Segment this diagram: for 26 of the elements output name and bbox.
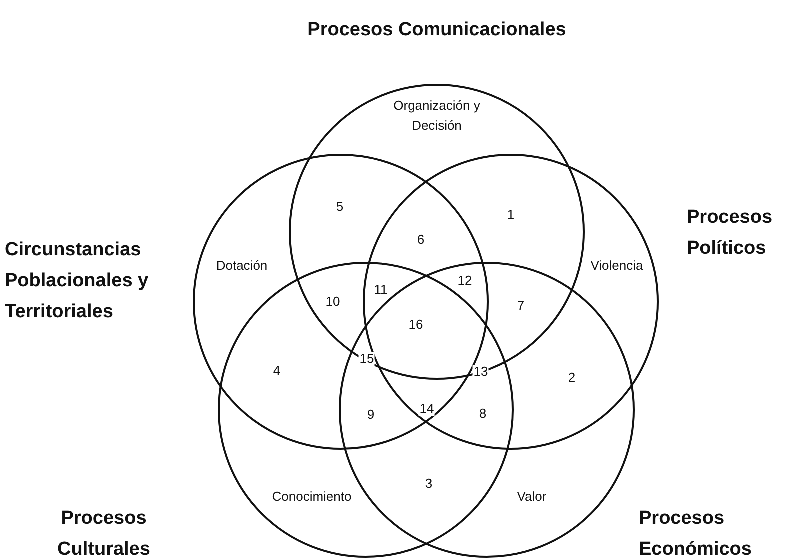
region-number: 12 — [456, 274, 474, 288]
region-number: 5 — [335, 200, 345, 214]
region-number: 15 — [358, 352, 376, 366]
set-label: Conocimiento — [271, 488, 353, 506]
set-label: Organización y Decisión — [392, 97, 482, 135]
set-title: Procesos Políticos — [687, 206, 774, 261]
region-number: 13 — [472, 365, 490, 379]
set-title: Procesos Comunicacionales — [306, 18, 568, 42]
region-number: 11 — [373, 283, 389, 297]
region-number: 1 — [506, 208, 516, 222]
set-title: Procesos Culturales — [56, 507, 152, 560]
region-number: 10 — [324, 295, 342, 309]
region-number: 3 — [424, 477, 434, 491]
set-label: Dotación — [215, 257, 269, 275]
region-number: 8 — [478, 407, 488, 421]
region-number: 7 — [516, 299, 526, 313]
region-number: 6 — [416, 233, 426, 247]
set-title: Circunstancias Poblacionales y Territoriales — [5, 238, 150, 324]
region-number: 9 — [366, 408, 376, 422]
set-title: Procesos Económicos — [639, 507, 749, 560]
region-number: 16 — [408, 318, 424, 332]
region-number: 2 — [567, 371, 577, 385]
region-number: 4 — [272, 364, 282, 378]
region-number: 14 — [418, 402, 436, 416]
set-label: Valor — [516, 488, 548, 506]
set-label: Violencia — [590, 257, 644, 275]
